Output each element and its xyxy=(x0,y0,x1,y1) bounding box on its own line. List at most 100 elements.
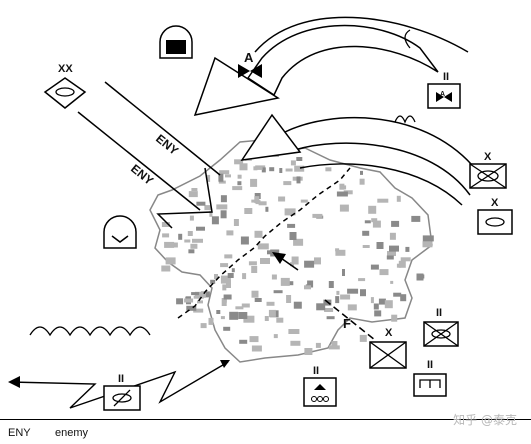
city-block xyxy=(253,166,258,171)
main-attack-arrow-outer xyxy=(254,16,469,53)
city-block xyxy=(207,174,211,182)
city-block xyxy=(336,290,340,295)
objective-a-label: A xyxy=(244,50,254,65)
city-block xyxy=(398,260,406,268)
city-block xyxy=(273,334,278,339)
city-block xyxy=(296,176,301,184)
city-block xyxy=(162,233,170,238)
obstacle-line-right xyxy=(404,29,411,49)
city-block xyxy=(226,230,234,236)
city-block xyxy=(251,345,262,352)
city-block xyxy=(368,205,377,214)
city-block xyxy=(336,191,348,197)
city-block xyxy=(237,174,242,179)
city-block xyxy=(254,230,263,238)
city-block xyxy=(279,168,283,173)
brigade-1-icon xyxy=(477,170,499,182)
city-block xyxy=(342,269,345,276)
city-block xyxy=(221,298,227,306)
city-block xyxy=(190,243,198,249)
city-block xyxy=(288,329,300,334)
city-block xyxy=(339,183,345,190)
city-block xyxy=(223,326,231,331)
city-block xyxy=(285,168,293,172)
city-block xyxy=(208,317,214,325)
city-block xyxy=(269,167,275,172)
city-block xyxy=(370,264,379,270)
city-block xyxy=(422,241,433,248)
brigade-3-echelon: X xyxy=(385,327,393,339)
city-block xyxy=(220,263,229,268)
route-arrowhead xyxy=(272,252,286,264)
city-block xyxy=(223,294,232,300)
city-block xyxy=(278,196,286,202)
city-block xyxy=(258,201,267,206)
city-block xyxy=(286,295,292,303)
city-block xyxy=(243,315,255,323)
city-block xyxy=(248,261,257,266)
city-block xyxy=(266,301,275,306)
battalion-a-letter: A xyxy=(440,91,445,98)
city-block xyxy=(370,297,374,304)
battalion-a-echelon: II xyxy=(443,71,449,83)
battalion-c-echelon: II xyxy=(427,359,433,371)
city-block xyxy=(280,277,290,286)
city-block xyxy=(422,235,434,242)
city-block xyxy=(220,316,225,320)
city-block xyxy=(227,273,234,278)
city-block xyxy=(260,258,270,264)
supporting-arrow-3 xyxy=(299,163,463,206)
city-block xyxy=(197,300,203,304)
city-block xyxy=(200,323,207,329)
city-block xyxy=(256,166,263,170)
battalion-b-icon xyxy=(431,329,451,339)
city-block xyxy=(379,269,389,276)
city-block xyxy=(244,208,253,214)
city-block xyxy=(188,191,198,198)
city-block xyxy=(184,298,194,303)
legend-abbreviation: ENY xyxy=(8,427,31,439)
city-block xyxy=(316,303,326,311)
city-block xyxy=(326,316,335,320)
city-block xyxy=(255,200,261,205)
city-block xyxy=(287,223,296,228)
city-block xyxy=(376,242,384,249)
city-block xyxy=(371,218,378,223)
city-block xyxy=(359,334,367,342)
battalion-a-icon xyxy=(436,92,452,102)
city-block xyxy=(390,280,394,284)
city-block xyxy=(389,232,396,240)
legend-meaning: enemy xyxy=(55,427,89,439)
city-block xyxy=(188,249,195,254)
city-block xyxy=(216,204,228,210)
battalion-b-echelon: II xyxy=(436,307,442,319)
main-attack-arrow xyxy=(246,24,439,97)
supporting-arrow-2 xyxy=(294,142,471,196)
city-block xyxy=(161,222,170,227)
city-block xyxy=(374,310,382,317)
city-block xyxy=(218,180,226,184)
city-block xyxy=(187,231,193,236)
city-block xyxy=(191,292,200,296)
city-block xyxy=(325,167,332,172)
city-block xyxy=(220,275,231,284)
obstacle-line-top xyxy=(394,115,416,124)
city-block xyxy=(364,220,371,224)
city-block xyxy=(328,345,340,350)
city-block xyxy=(362,245,370,248)
city-block xyxy=(251,290,259,298)
eny-boundary-upper xyxy=(104,81,221,176)
city-block xyxy=(267,250,275,255)
city-block xyxy=(343,190,353,195)
city-block xyxy=(387,251,396,256)
semicircle-unit-icon xyxy=(111,235,129,243)
brigade-1-echelon: X xyxy=(484,151,492,163)
city-block xyxy=(254,298,262,302)
left-flank-arrow xyxy=(156,167,213,229)
city-block xyxy=(161,265,171,272)
city-block xyxy=(273,290,283,294)
city-block xyxy=(231,268,235,273)
city-block xyxy=(254,193,261,199)
city-block xyxy=(393,292,402,297)
